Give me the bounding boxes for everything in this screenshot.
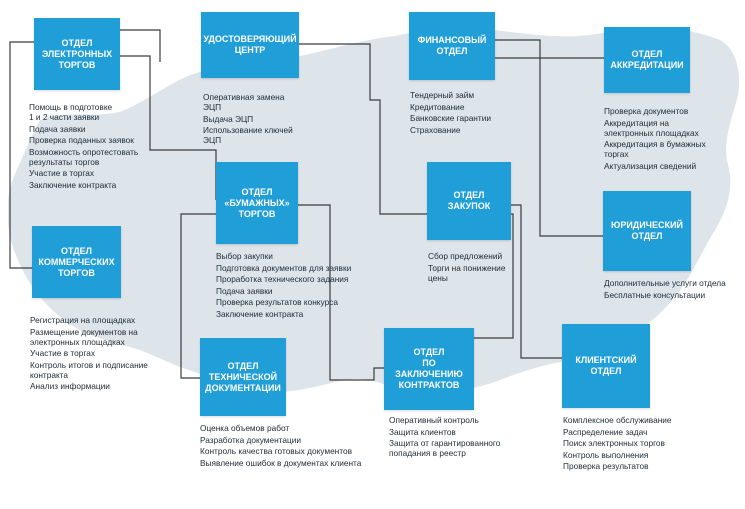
task-item: Защита клиентов (389, 426, 456, 437)
dept-client-box: Клиентский отдел (562, 324, 650, 408)
dept-electronic-title: Отдел электронных торгов (41, 37, 113, 70)
dept-certification-title: Удостоверяющий центр (203, 34, 297, 55)
task-item: Помощь в подготовке 1 и 2 части заявки (29, 102, 113, 122)
task-item: Комплексное обслуживание (563, 415, 672, 425)
task-item: Проверка результатов (563, 461, 649, 472)
task-item: Оценка объемов работ (200, 423, 290, 433)
russia-map-shape (8, 27, 740, 393)
dept-finance-title: Финансовый отдел (417, 35, 487, 56)
task-item: Размещение документов на электронных пло… (30, 326, 138, 347)
connector-line (299, 43, 427, 215)
task-item: Возможность опротестовать результаты тор… (29, 146, 139, 167)
task-item: Аккредитация в бумажных торгах (604, 139, 706, 160)
task-item: Выбор закупки (216, 251, 273, 261)
task-item: Сбор предложений (428, 251, 503, 261)
dept-certification-box: Удостоверяющий центр (201, 12, 299, 78)
dept-purchasing-box: Отдел закупок (427, 162, 511, 240)
connector-line (180, 213, 216, 379)
task-item: Выдача ЭЦП (203, 113, 254, 124)
task-item: Заключение контракта (29, 179, 117, 190)
task-item: Распределение задач (563, 426, 648, 437)
task-item: Выявление ошибок в документах клиента (200, 457, 362, 468)
task-item: Кредитование (410, 101, 465, 112)
task-item: Оперативная замена ЭЦП (203, 92, 285, 112)
task-item: Аккредитация на электронных площадках (604, 117, 699, 138)
connector-line (9, 41, 34, 269)
dept-commercial-box: Отдел коммерческих торгов (32, 226, 121, 298)
connector-line (120, 29, 161, 62)
dept-finance-box: Финансовый отдел (409, 12, 495, 80)
dept-legal-title: Юридический отдел (611, 220, 683, 241)
task-item: Проработка технического задания (216, 274, 349, 285)
connector-line (495, 39, 603, 237)
dept-purchasing-title: Отдел закупок (447, 190, 491, 211)
task-item: Регистрация на площадках (30, 315, 136, 325)
task-item: Анализ информации (30, 381, 110, 392)
task-item: Торги на понижение цены (428, 262, 506, 283)
task-item: Банковские гарантии (410, 113, 491, 124)
task-item: Контроль качества готовых документов (200, 446, 352, 457)
task-item: Бесплатные консультации (604, 289, 706, 300)
task-item: Контроль выполнения (563, 449, 649, 460)
task-item: Использование ключей ЭЦП (203, 125, 293, 146)
task-item: Заключение контракта (216, 308, 304, 319)
dept-technical-title: Отдел технической документации (205, 360, 281, 393)
task-item: Подача заявки (216, 285, 273, 296)
task-item: Актуализация сведений (604, 160, 697, 171)
dept-contracts-title: Отдел по заключению контрактов (395, 347, 463, 390)
task-item: Разработка документации (200, 434, 302, 445)
connector-line (474, 213, 514, 339)
dept-commercial-title: Отдел коммерческих торгов (38, 245, 115, 278)
task-item: Проверка результатов конкурса (216, 297, 338, 308)
dept-paper-title: Отдел «бумажных» торгов (224, 186, 290, 219)
dept-accreditation-box: Отдел аккредитации (604, 27, 690, 93)
task-item: Проверка поданных заявок (29, 135, 134, 146)
connector-line (511, 204, 562, 359)
task-item: Участие в торгах (29, 168, 94, 179)
task-item: Тендерный займ (410, 90, 475, 100)
dept-paper-box: Отдел «бумажных» торгов (216, 162, 298, 244)
task-item: Подача заявки (29, 123, 86, 134)
task-item: Подготовка документов для заявки (216, 262, 352, 273)
dept-client-title: Клиентский отдел (575, 355, 637, 376)
connector-line (298, 204, 384, 381)
dept-accreditation-title: Отдел аккредитации (610, 49, 684, 70)
task-item: Защита от гарантированного попадания в р… (389, 438, 501, 459)
task-item: Участие в торгах (30, 348, 95, 359)
task-item: Проверка документов (604, 106, 689, 116)
task-item: Страхование (410, 124, 461, 135)
task-item: Контроль итогов и подписание контракта (30, 359, 148, 380)
dept-technical-box: Отдел технической документации (200, 338, 286, 416)
task-item: Поиск электронных торгов (563, 438, 665, 449)
dept-legal-box: Юридический отдел (603, 191, 691, 271)
task-item: Оперативный контроль (389, 415, 479, 425)
dept-contracts-box: Отдел по заключению контрактов (384, 328, 474, 410)
task-item: Дополнительные услуги отдела (604, 278, 726, 288)
dept-electronic-box: Отдел электронных торгов (34, 18, 120, 90)
